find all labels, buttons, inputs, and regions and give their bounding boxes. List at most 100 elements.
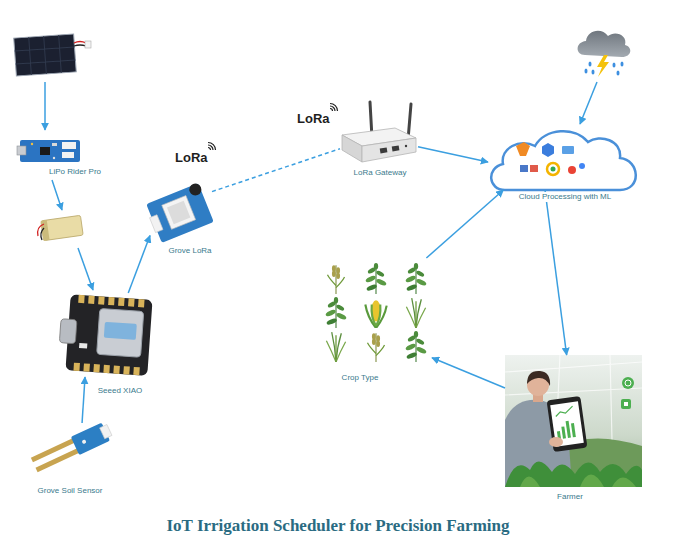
crop-plants [405,263,427,294]
lora-gateway-box [392,145,400,151]
farmer-photo [622,377,634,389]
lora-gateway-box [362,138,416,162]
farmer-photo [547,396,588,452]
storm-cloud-icon [578,31,631,57]
grove-lora-module [144,182,215,244]
lipo-rider-board [20,140,80,162]
soil-sensor [81,439,86,444]
seeed-xiao-board [98,296,105,304]
lipo-rider-board [62,152,74,158]
layout-arrows [44,82,46,130]
lora-logo-text: LoRa [297,112,330,126]
flow-arrow [545,190,567,355]
lipo-battery [41,220,50,241]
flow-arrow [426,190,503,258]
cloud-shape [551,167,556,172]
lora-gateway-box [405,145,407,147]
seeed-xiao-board [79,343,87,349]
seeed-xiao-board [123,366,130,374]
storm-cloud-icon [589,62,592,67]
crop-plants [365,300,386,328]
component-node: Crop Type [320,258,432,363]
flow-arrow [432,358,505,388]
lipo-battery [41,215,83,240]
diagram-title: IoT Irrigation Scheduler for Precision F… [0,516,676,536]
solar-panel [14,34,77,76]
component-label: Grove LoRa [167,246,212,256]
cloud-shape [579,163,585,169]
component-label: Seeed XIAO [97,386,143,396]
lipo-battery [41,228,44,240]
crop-plants [365,263,387,294]
grove-lora-module [188,182,204,198]
cloud-shape [516,142,530,156]
component-label: Crop Type [341,373,380,383]
component-label: LoRa Gateway [353,168,408,178]
component-node: Seeed XIAO [62,293,154,377]
component-node: LiPo Rider Pro [18,140,80,164]
soil-sensor [30,421,114,474]
crop-plants [405,331,427,362]
farmer-photo [625,380,631,386]
grove-lora-module [167,201,190,224]
storm-cloud-icon [617,71,620,76]
cloud-shape [568,166,576,174]
lora-signal-icon [208,143,216,151]
solar-panel [85,41,91,48]
solar-panel [14,34,77,76]
crop-plants [325,297,347,328]
grove-lora-module [162,196,196,230]
solar-panel [14,34,77,76]
farmer-photo [624,402,628,406]
solar-panel [74,45,86,46]
cloud-shape [562,146,574,154]
cloud-shape [491,131,636,190]
component-node: Grove LoRa [150,185,212,240]
cloud-shape [530,165,538,172]
seeed-xiao-board [104,322,137,340]
component-node: Cloud Processing with ML [488,128,642,190]
layout-arrows [52,180,62,210]
soil-sensor [30,421,114,474]
lipo-rider-board [40,147,50,155]
flow-arrow [82,377,85,423]
seeed-xiao-board [138,299,145,307]
layout-arrows [45,82,597,290]
lora-gateway-box [380,147,388,153]
seeed-xiao-board [88,296,95,304]
farmer-photo [520,475,636,488]
storm-cloud-icon [613,63,616,68]
farmer-photo [549,437,563,447]
solar-panel [14,34,91,76]
crop-plants [406,298,425,328]
cloud-shape [547,163,559,175]
storm-cloud-icon [592,70,595,75]
component-label: LiPo Rider Pro [48,167,102,177]
farmer-photo [505,355,642,487]
solar-panel [74,42,86,44]
seeed-xiao-board [57,294,152,376]
crop-plants [325,263,427,362]
component-node: Farmer [505,355,642,487]
component-label: Cloud Processing with ML [518,192,612,202]
seeed-xiao-board [133,367,140,375]
grove-lora-module [144,182,215,244]
farmer-photo [505,461,642,487]
seeed-xiao-board [78,295,85,303]
seeed-xiao-board [83,363,90,371]
farmer-photo [505,355,642,487]
seeed-xiao-board [65,294,152,376]
storm-cloud-icon [621,62,624,67]
component-node: LoRa Gateway [340,100,418,165]
cloud-shape [491,131,636,190]
crop-plants [326,332,345,362]
storm-cloud-icon [578,31,631,77]
lora-logo-text: LoRa [175,151,208,165]
soil-sensor [35,448,79,472]
crop-plants [327,265,344,294]
seeed-xiao-board [59,319,77,344]
farmer-photo [547,396,588,452]
